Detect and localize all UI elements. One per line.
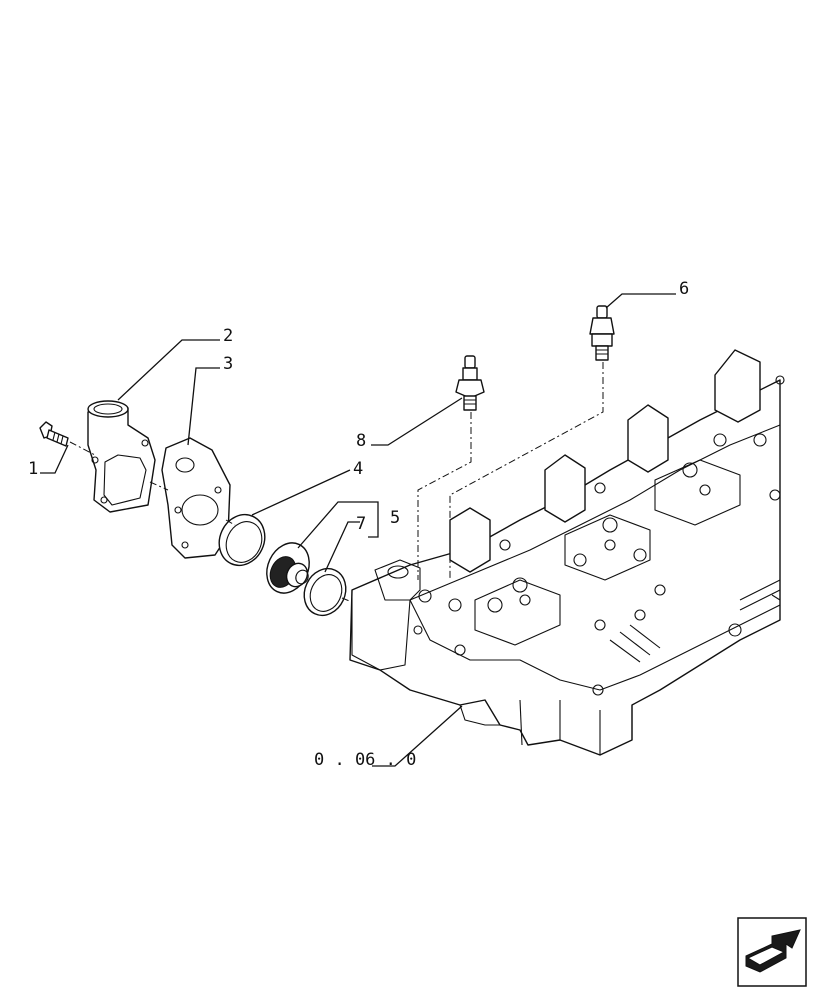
- callout-6: 6: [679, 279, 689, 299]
- bolt-part: [39, 421, 69, 447]
- temperature-sensor-part: [455, 355, 485, 411]
- leader-lines: [40, 293, 676, 767]
- pressure-sensor-part: [589, 305, 615, 361]
- callout-7: 7: [356, 514, 366, 534]
- thermostat-part: [266, 542, 310, 594]
- water-outlet-housing: [87, 400, 156, 513]
- callout-5: 5: [390, 508, 400, 528]
- seal-ring-part: [218, 513, 266, 567]
- callout-3: 3: [223, 354, 233, 374]
- callout-labels: 1 2 3 4 5 6 7 8 0 . 06 . 0: [28, 279, 689, 770]
- gasket-part: [161, 437, 231, 559]
- callout-2: 2: [223, 326, 233, 346]
- cylinder-head-drawing: [349, 349, 785, 756]
- callout-4: 4: [353, 459, 363, 479]
- o-ring-part: [303, 567, 347, 617]
- assembly-dash-lines: [69, 362, 604, 603]
- callout-1: 1: [28, 459, 38, 479]
- arrow-back-corner-icon[interactable]: [737, 917, 807, 987]
- reference-code: 0 . 06 . 0: [314, 750, 416, 770]
- callout-8: 8: [356, 431, 366, 451]
